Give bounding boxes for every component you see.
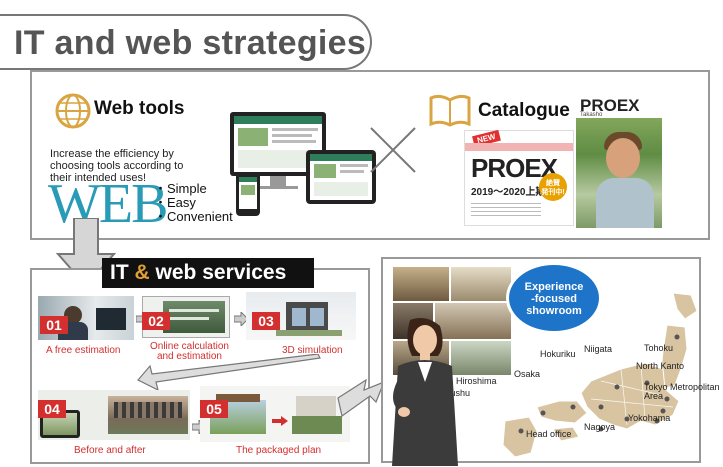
- city-nagoya: Nagoya: [584, 422, 616, 432]
- city-north-kanto: North Kanto: [636, 361, 685, 371]
- city-yokohama: Yokohama: [628, 413, 671, 423]
- step-04-label: Before and after: [74, 445, 146, 456]
- point-simple: ・Simple: [154, 181, 207, 196]
- step-04-number: 04: [38, 400, 66, 418]
- cover2-header: [576, 94, 662, 118]
- title-tab: IT and web strategies: [0, 14, 372, 70]
- cover1-year: 2019～2020上期: [471, 187, 546, 198]
- banner-amp: &: [134, 261, 150, 284]
- cover1-text-lines: [471, 203, 541, 217]
- cover2-subtitle: Takasho: [580, 112, 603, 118]
- showroom-bubble: Experience -focused showroom: [506, 262, 602, 334]
- catalogue-heading: Catalogue: [478, 100, 570, 121]
- step-05-label: The packaged plan: [236, 445, 322, 456]
- city-tokyo: Tokyo Metropolitan Area: [644, 382, 720, 401]
- globe-icon: [55, 93, 91, 129]
- city-hiroshima: Hiroshima: [456, 376, 497, 386]
- page-title: IT and web strategies: [14, 24, 367, 62]
- web-tools-description: Increase the efficiency by choosing tool…: [50, 148, 184, 184]
- city-niigata: Niigata: [584, 344, 613, 354]
- step-02-label: Online calculation and estimation: [150, 341, 229, 362]
- catalogue-cover-1: NEW PROEX 2019～2020上期 絶賛 発刊中!: [464, 129, 574, 226]
- step-01-number: 01: [40, 316, 68, 334]
- step-arrow-icon: [234, 312, 248, 326]
- web-tools-points: ・Simple ・Easy ・Convenient: [154, 182, 233, 224]
- step-03-image: [246, 292, 356, 340]
- japan-map: [502, 292, 698, 458]
- banner-it: IT: [110, 261, 129, 284]
- person-shirt: [596, 178, 654, 228]
- point-convenient: ・Convenient: [154, 209, 233, 224]
- person-face: [606, 138, 640, 178]
- web-tools-heading: Web tools: [94, 98, 185, 119]
- city-osaka: Osaka: [514, 369, 541, 379]
- cover-band: [465, 143, 573, 151]
- step-03-number: 03: [252, 312, 280, 330]
- return-arrow-icon: [137, 354, 321, 392]
- step-03-label: 3D simulation: [282, 345, 343, 356]
- web-wordmark: WEB: [48, 173, 168, 235]
- step-02-number: 02: [142, 312, 170, 330]
- step-02-image: [142, 296, 230, 338]
- step-05-number: 05: [200, 400, 228, 418]
- banner-rest: web services: [155, 261, 287, 284]
- cross-icon: [370, 127, 416, 173]
- open-book-icon: [429, 94, 471, 127]
- city-hokuriku: Hokuriku: [540, 349, 576, 359]
- city-kyushu: Kyushu: [440, 388, 471, 398]
- right-arrow-icon: [337, 378, 386, 418]
- cover2-title: PROEX: [580, 96, 640, 115]
- services-banner: IT & web services: [102, 258, 314, 288]
- city-head-office: Head office: [526, 429, 572, 439]
- showroom-bubble-text: Experience -focused showroom: [524, 281, 584, 317]
- city-tohoku: Tohoku: [644, 343, 674, 353]
- on-sale-badge: 絶賛 発刊中!: [539, 173, 567, 201]
- devices-illustration: [230, 112, 376, 216]
- step-01-label: A free estimation: [46, 345, 121, 356]
- presenter-person: [392, 318, 458, 466]
- catalogue-cover-2: PROEX Takasho: [576, 94, 662, 228]
- red-arrow-icon: [272, 416, 288, 426]
- tools-catalogue-panel: Web tools Increase the efficiency by cho…: [30, 70, 710, 240]
- point-easy: ・Easy: [154, 195, 196, 210]
